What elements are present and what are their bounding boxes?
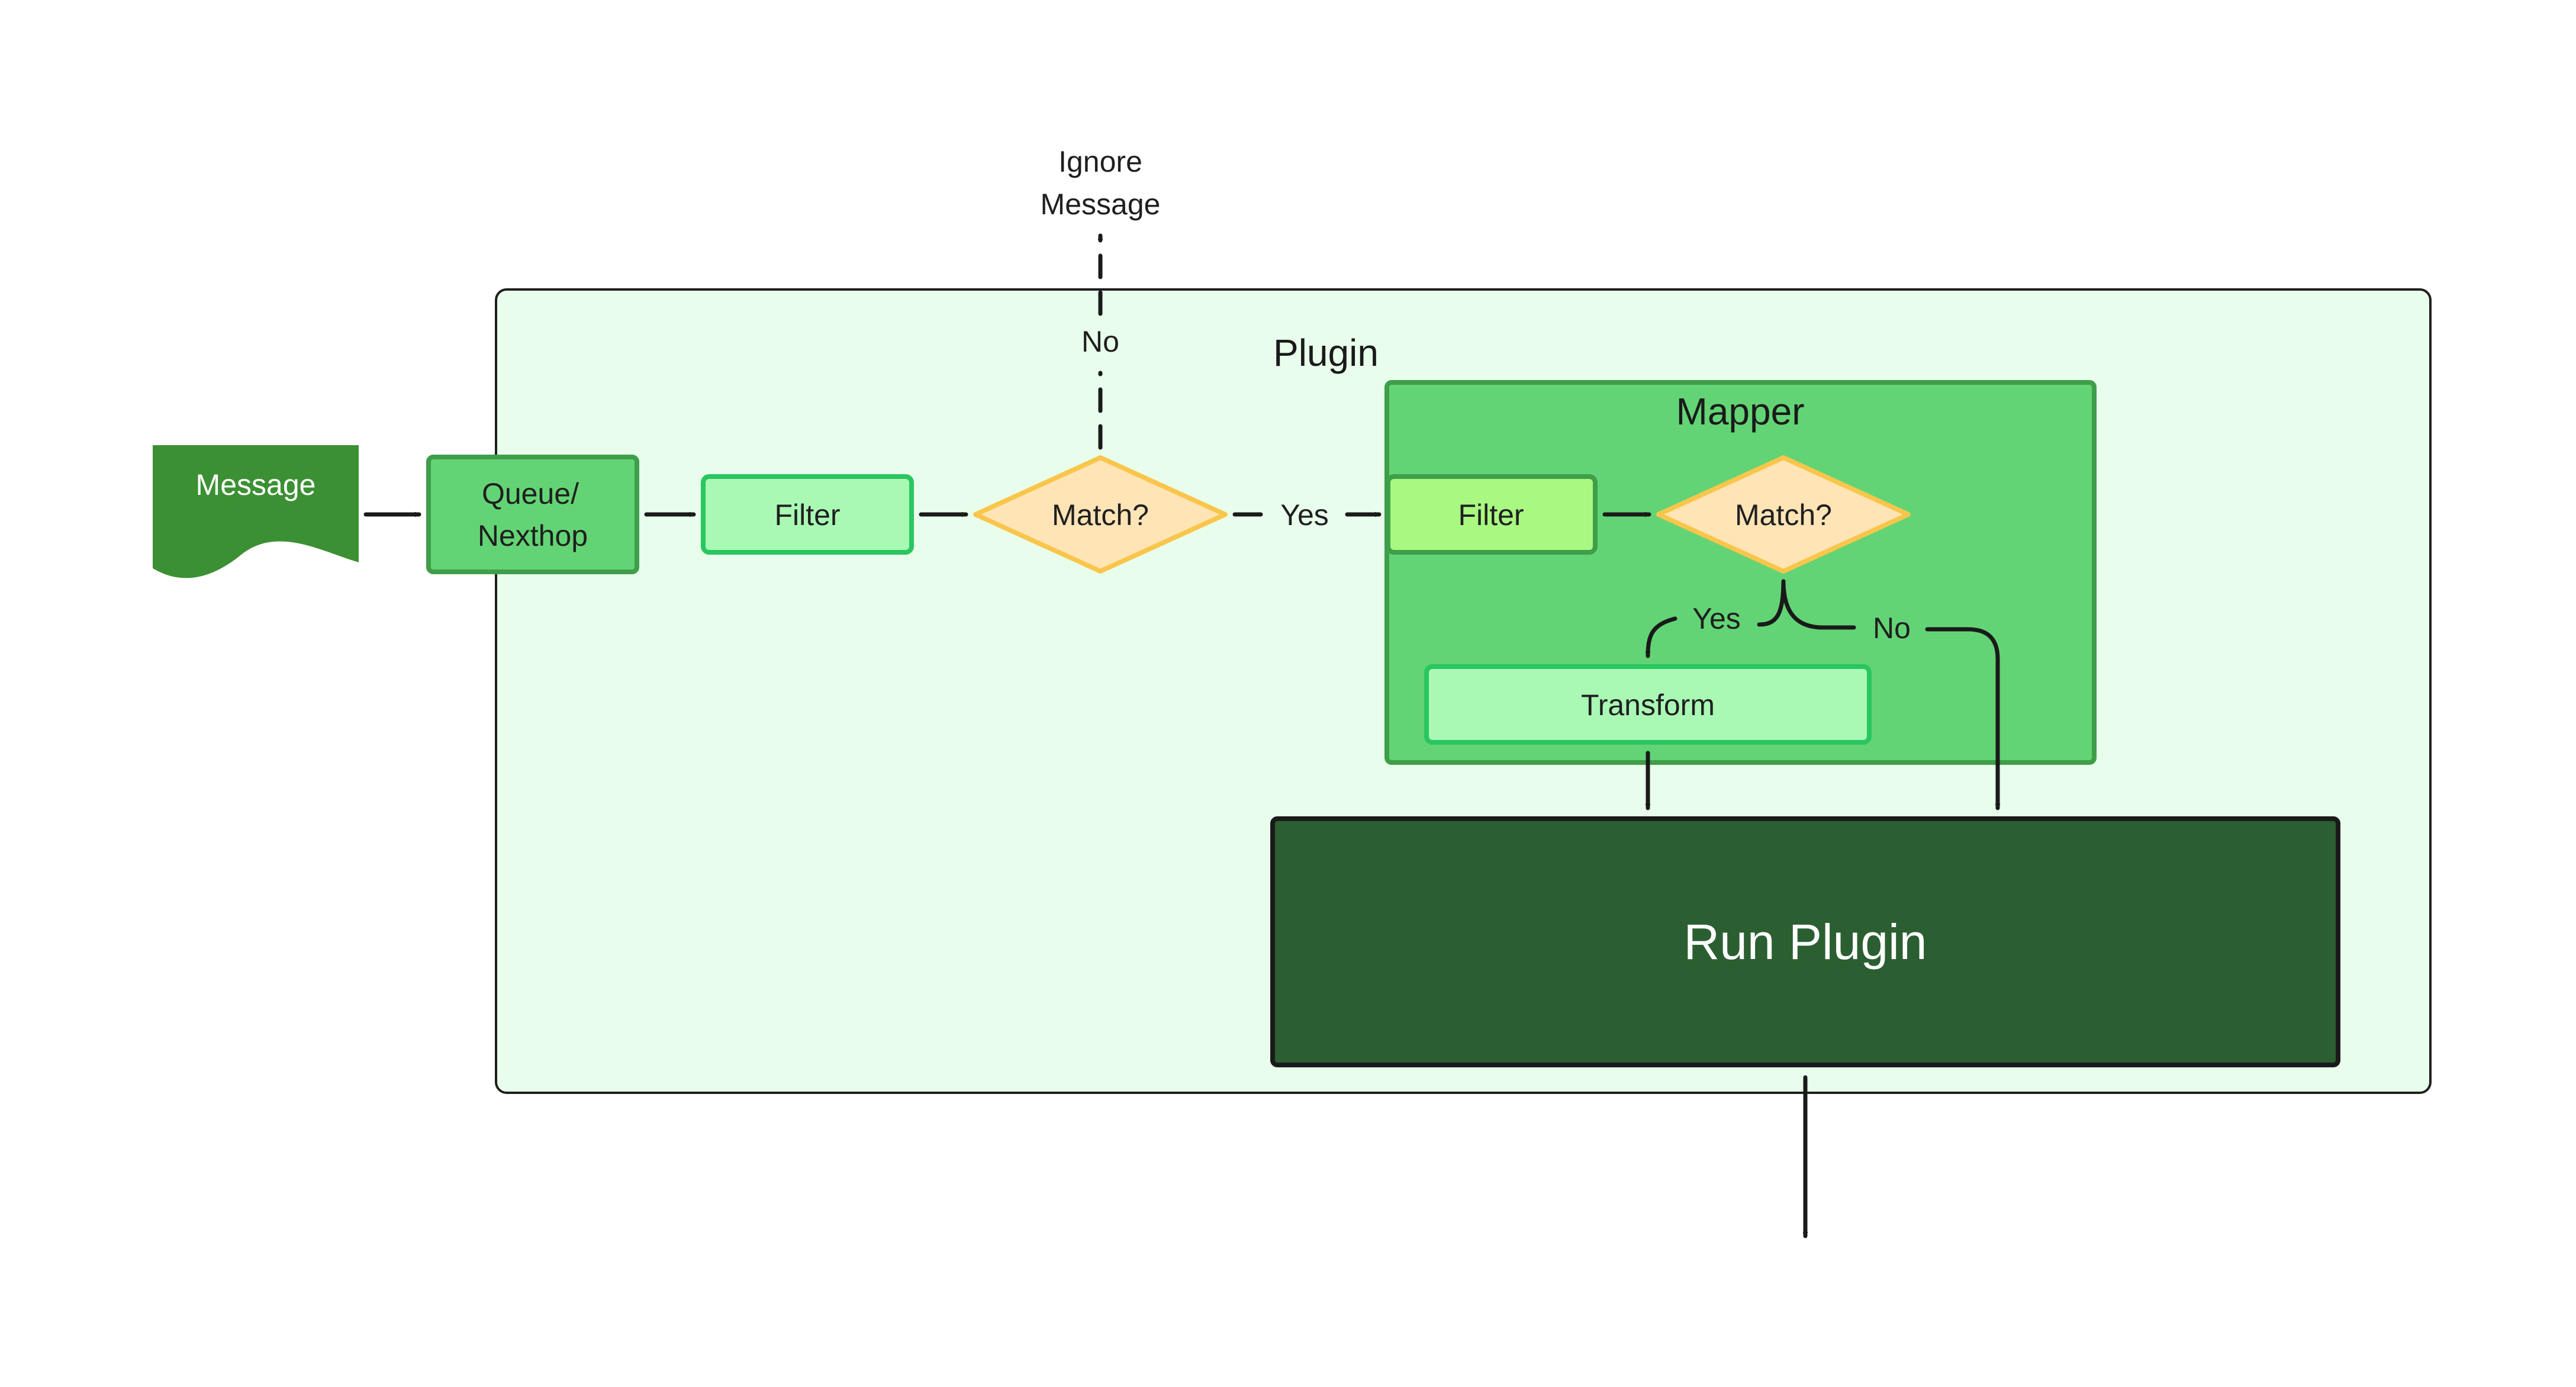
match-inner-node[interactable] (1656, 455, 1911, 574)
run-plugin-node[interactable] (1270, 816, 2340, 1067)
match-outer-label: Match? (1052, 498, 1149, 532)
queue-nexthop-label-line2: Nexthop (478, 519, 588, 552)
filter-outer-node[interactable] (701, 474, 914, 555)
edge-label-yes-inner: Yes (1692, 602, 1741, 635)
filter-inner-node[interactable] (1386, 474, 1598, 555)
transform-node[interactable] (1424, 664, 1872, 745)
ignore-message-label-line2: Message (1041, 188, 1161, 221)
edge-label-no-inner: No (1873, 612, 1911, 645)
queue-nexthop-label-line1: Queue/ (482, 477, 579, 510)
edge-label-yes-outer: Yes (1280, 498, 1329, 532)
edge-inner-match-yes-left (1645, 616, 1677, 658)
ignore-message-label-line1: Ignore (1058, 145, 1142, 178)
match-outer-node[interactable] (973, 455, 1228, 574)
match-inner-label: Match? (1735, 498, 1832, 532)
edge-inner-match-no-left (1781, 579, 1856, 630)
mapper-title: Mapper (1676, 390, 1805, 433)
run-plugin-label: Run Plugin (1684, 914, 1927, 970)
edge-label-no-outer: No (1081, 325, 1119, 358)
message-label: Message (196, 468, 316, 501)
edge-inner-match-no-right (1925, 627, 2001, 810)
message-node[interactable] (153, 445, 359, 578)
plugin-title: Plugin (1273, 332, 1379, 374)
filter-outer-label: Filter (774, 498, 840, 532)
queue-nexthop-node[interactable] (426, 455, 639, 574)
filter-inner-label: Filter (1458, 498, 1524, 532)
transform-label: Transform (1581, 688, 1715, 722)
